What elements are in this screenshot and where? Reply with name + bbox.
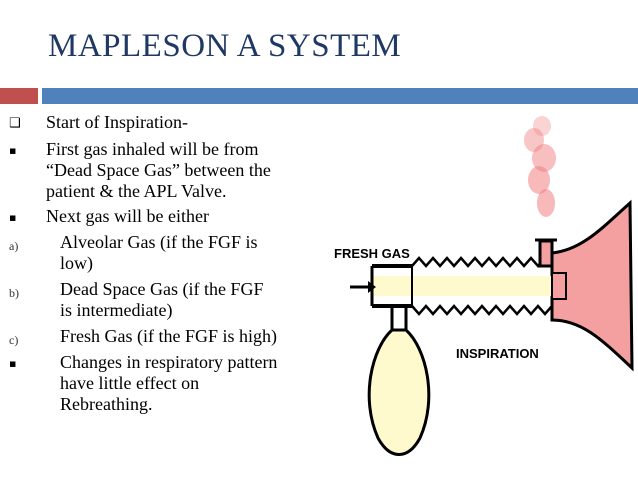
reservoir-bag xyxy=(367,306,431,456)
apl-valve xyxy=(535,238,557,268)
list-item: c) Fresh Gas (if the FGF is high) xyxy=(0,326,320,347)
square-bullet-icon: ▪ xyxy=(9,357,17,370)
title-underline-accent xyxy=(0,88,38,104)
list-item: ▪ First gas inhaled will be from “Dead S… xyxy=(0,139,320,202)
title-underline-bar xyxy=(42,88,638,104)
breathing-tube xyxy=(372,276,554,296)
checkbox-bullet-icon: ❑ xyxy=(9,116,21,131)
sub-bullet-marker: c) xyxy=(9,333,19,347)
bullet-text: Fresh Gas (if the FGF is high) xyxy=(60,326,277,346)
list-item: ▪ Changes in respiratory pattern have li… xyxy=(0,352,320,415)
list-item: a) Alveolar Gas (if the FGF is low) xyxy=(0,232,320,274)
expired-gas-puffs xyxy=(524,116,556,217)
bullet-text: Alveolar Gas (if the FGF is low) xyxy=(60,232,258,273)
slide-title: MAPLESON A SYSTEM xyxy=(48,28,402,64)
tube-corrugations-bottom xyxy=(411,304,553,316)
inspiration-label: INSPIRATION xyxy=(456,346,539,361)
square-bullet-icon: ▪ xyxy=(9,211,17,224)
list-item: ▪ Next gas will be either xyxy=(0,206,320,227)
mapleson-a-diagram: FRESH GAS INSPIRATION xyxy=(334,116,634,456)
patient-mask xyxy=(550,199,634,372)
list-item: ❑ Start of Inspiration- xyxy=(0,112,320,133)
fresh-gas-arrow-icon xyxy=(350,281,376,293)
bullet-text: Dead Space Gas (if the FGF is intermedia… xyxy=(60,279,264,320)
sub-bullet-marker: b) xyxy=(9,286,19,300)
fresh-gas-label: FRESH GAS xyxy=(334,246,410,261)
bullet-list: ❑ Start of Inspiration- ▪ First gas inha… xyxy=(0,112,320,415)
list-item: b) Dead Space Gas (if the FGF is interme… xyxy=(0,279,320,321)
tube-corrugations-top xyxy=(411,256,553,268)
bullet-text: First gas inhaled will be from “Dead Spa… xyxy=(46,139,271,201)
bullet-text: Start of Inspiration- xyxy=(46,112,188,132)
square-bullet-icon: ▪ xyxy=(9,144,17,157)
tube-patient-end xyxy=(551,272,567,300)
bullet-text: Changes in respiratory pattern have litt… xyxy=(60,352,278,414)
bullet-text: Next gas will be either xyxy=(46,206,209,226)
sub-bullet-marker: a) xyxy=(9,239,19,253)
